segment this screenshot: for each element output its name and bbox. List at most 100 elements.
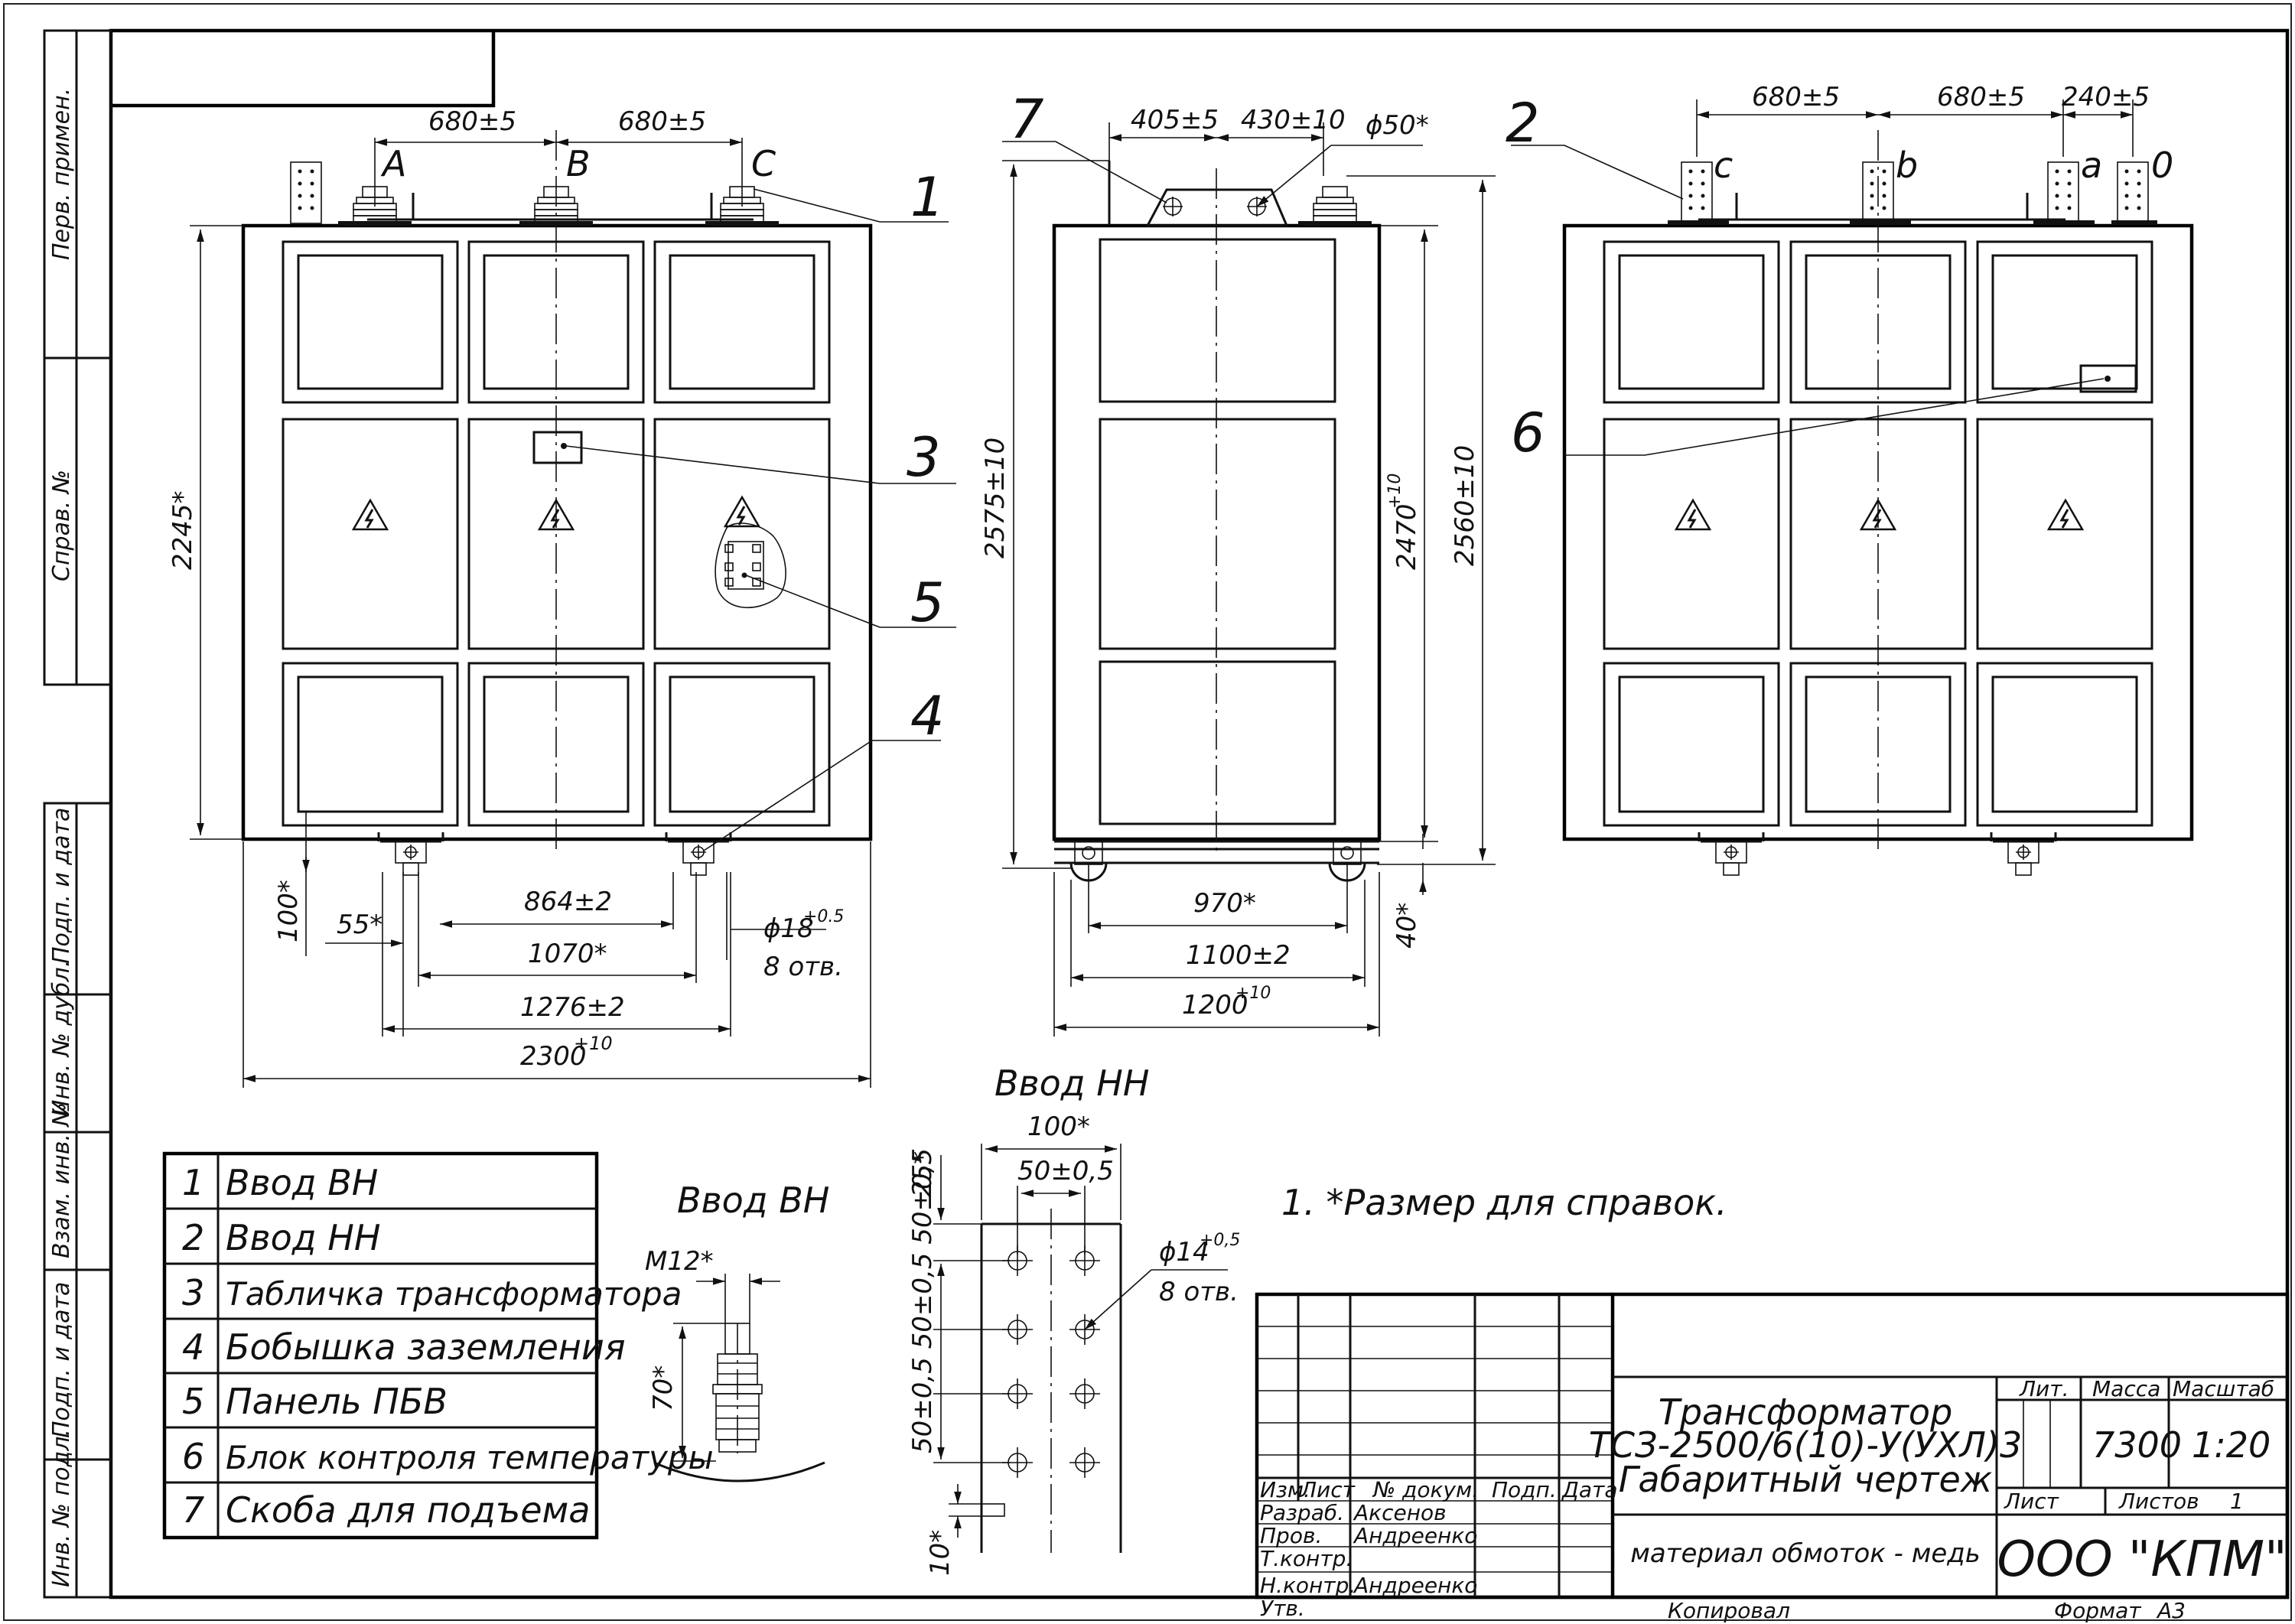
dim-970: 970* [1193, 888, 1256, 919]
dim-864: 864±2 [524, 887, 612, 917]
dim-2470: 2470 [1392, 503, 1422, 570]
legend-num: 4 [182, 1326, 204, 1368]
back-dimensions: 680±5 680±5 240±5 [1696, 82, 2150, 157]
warning-icon [352, 499, 389, 531]
margin-label-podp1: Подп. и дата [48, 808, 75, 964]
tb-role: Пров. [1260, 1523, 1322, 1548]
front-dimensions: 680±5 680±5 2245* 100* 55* 864±2 1070* 1… [168, 106, 871, 1088]
tb-copied: Копировал [1668, 1598, 1790, 1623]
terminal-label-b: b [1896, 145, 1918, 186]
tb-header-doc: № докум. [1372, 1477, 1479, 1502]
dim-1276: 1276±2 [520, 992, 625, 1023]
tb-role: Т.контр. [1260, 1546, 1353, 1571]
legend-num: 2 [182, 1217, 204, 1258]
lifting-bracket [1145, 188, 1289, 227]
dim-10: 10* [925, 1530, 955, 1576]
dim-2300-tol: +10 [574, 1033, 613, 1054]
dim-1200: 1200 [1182, 990, 1248, 1020]
dim-m12: M12* [645, 1246, 714, 1277]
dim-2245: 2245* [168, 490, 198, 570]
legend-text: Скоба для подъема [226, 1489, 590, 1531]
lv-terminal-small [290, 161, 322, 224]
warning-icon [2047, 499, 2084, 531]
margin-label-inv-dubl: Инв. № дубл. [48, 960, 75, 1117]
legend-text: Блок контроля температуры [226, 1439, 714, 1476]
tb-title-line-1: Трансформатор [1659, 1391, 1953, 1433]
tb-header-sign: Подп. [1492, 1477, 1557, 1502]
phase-label-b: B [566, 143, 591, 184]
tb-company: ООО "КПМ" [1997, 1531, 2287, 1588]
reference-note: 1. *Размер для справок. [1281, 1182, 1727, 1223]
dim-1070: 1070* [528, 939, 607, 969]
tb-sheets: 1 [2230, 1489, 2244, 1514]
tb-sheet-label: Лист [2004, 1489, 2059, 1514]
detail-lv-title: Ввод НН [994, 1063, 1149, 1104]
dim-680-b: 680±5 [618, 106, 706, 137]
terminal-label-a: a [2081, 145, 2102, 186]
legend-text: Ввод ВН [226, 1162, 378, 1203]
back-bottom-panels [1603, 662, 2153, 827]
callout-2: 2 [1506, 92, 1540, 155]
side-view: 405±5 430±10 ϕ50* 2575±10 2470 +10 2560±… [980, 88, 1496, 1037]
lv-terminal-0 [2117, 161, 2149, 224]
dim-70: 70* [648, 1365, 679, 1411]
tb-role: Н.контр. [1260, 1573, 1356, 1598]
margin-label-sprav: Справ. № [48, 470, 75, 581]
dim-2470-tol: +10 [1385, 474, 1405, 509]
dim-hole-14-tol: +0,5 [1200, 1231, 1240, 1250]
tb-material: материал обмоток - медь [1630, 1538, 1981, 1569]
tap-changer-panel [728, 541, 764, 590]
dim-100-lv: 100* [1027, 1111, 1090, 1142]
dim-680-back-a: 680±5 [1752, 82, 1840, 112]
margin-label-inv-podl: Инв. № подл. [48, 1429, 75, 1587]
legend-num: 3 [182, 1272, 204, 1313]
margin-label-podp2: Подп. и дата [48, 1282, 75, 1438]
tb-sheets-label: Листов [2118, 1489, 2199, 1514]
legend-table: 1 Ввод ВН 2 Ввод НН 3 Табличка трансформ… [162, 1151, 714, 1540]
left-margin-strip: Перв. примен. Справ. № Подп. и дата Инв.… [43, 29, 112, 1599]
tb-header-izm: Изм. [1260, 1477, 1310, 1502]
detail-hv-title: Ввод ВН [677, 1180, 829, 1221]
dim-2575: 2575±10 [980, 438, 1011, 558]
legend-text: Бобышка заземления [226, 1326, 626, 1368]
dim-100: 100* [273, 880, 304, 942]
tap-changer-outline [715, 522, 786, 609]
detail-hv-bushing: Ввод ВН M12* 70* [645, 1180, 829, 1482]
tb-scale: 1:20 [2192, 1424, 2271, 1466]
dim-50-lv: 50±0,5 [1017, 1156, 1114, 1186]
tb-name: Андреенко [1353, 1573, 1477, 1598]
tb-format: А3 [2156, 1598, 2186, 1623]
dim-2300: 2300 [520, 1041, 587, 1072]
dim-405: 405±5 [1131, 105, 1219, 135]
dim-680-back-b: 680±5 [1937, 82, 2025, 112]
side-dimensions: 405±5 430±10 ϕ50* 2575±10 2470 +10 2560±… [980, 105, 1496, 1037]
tb-name: Андреенко [1353, 1523, 1477, 1548]
dim-430: 430±10 [1241, 105, 1346, 135]
tb-header-date: Дата [1561, 1477, 1618, 1502]
dim-hole-18: ϕ18 [763, 913, 814, 944]
legend-num: 6 [182, 1436, 204, 1477]
legend-num: 7 [182, 1489, 204, 1531]
warning-icon [724, 496, 760, 528]
front-view: A B C 680±5 680±5 2245* 100* 55* [168, 106, 956, 1088]
dim-680-a: 680±5 [428, 106, 516, 137]
legend-num: 5 [182, 1381, 204, 1422]
callout-4: 4 [910, 685, 945, 747]
callout-1: 1 [910, 166, 945, 229]
callout-5: 5 [910, 571, 945, 634]
dim-55: 55* [337, 910, 382, 940]
dim-1100: 1100±2 [1186, 940, 1291, 971]
lv-terminal-c [1681, 161, 1713, 224]
legend-text: Табличка трансформатора [226, 1275, 682, 1313]
margin-label-vzam: Взам. инв. № [48, 1102, 75, 1258]
temperature-control-unit [2079, 364, 2137, 393]
tb-header-list: Лист [1300, 1477, 1356, 1502]
phase-label-a: A [380, 143, 406, 184]
callout-6: 6 [1511, 402, 1545, 464]
dim-2560: 2560±10 [1450, 445, 1480, 566]
tb-role: Утв. [1260, 1596, 1305, 1621]
terminal-label-c: c [1714, 145, 1733, 186]
tb-lit-label: Лит. [2019, 1376, 2069, 1401]
back-view: c b a 0 680±5 680±5 240±5 2 6 [1506, 82, 2194, 877]
tb-title-line-3: Габаритный чертеж [1619, 1459, 1993, 1500]
